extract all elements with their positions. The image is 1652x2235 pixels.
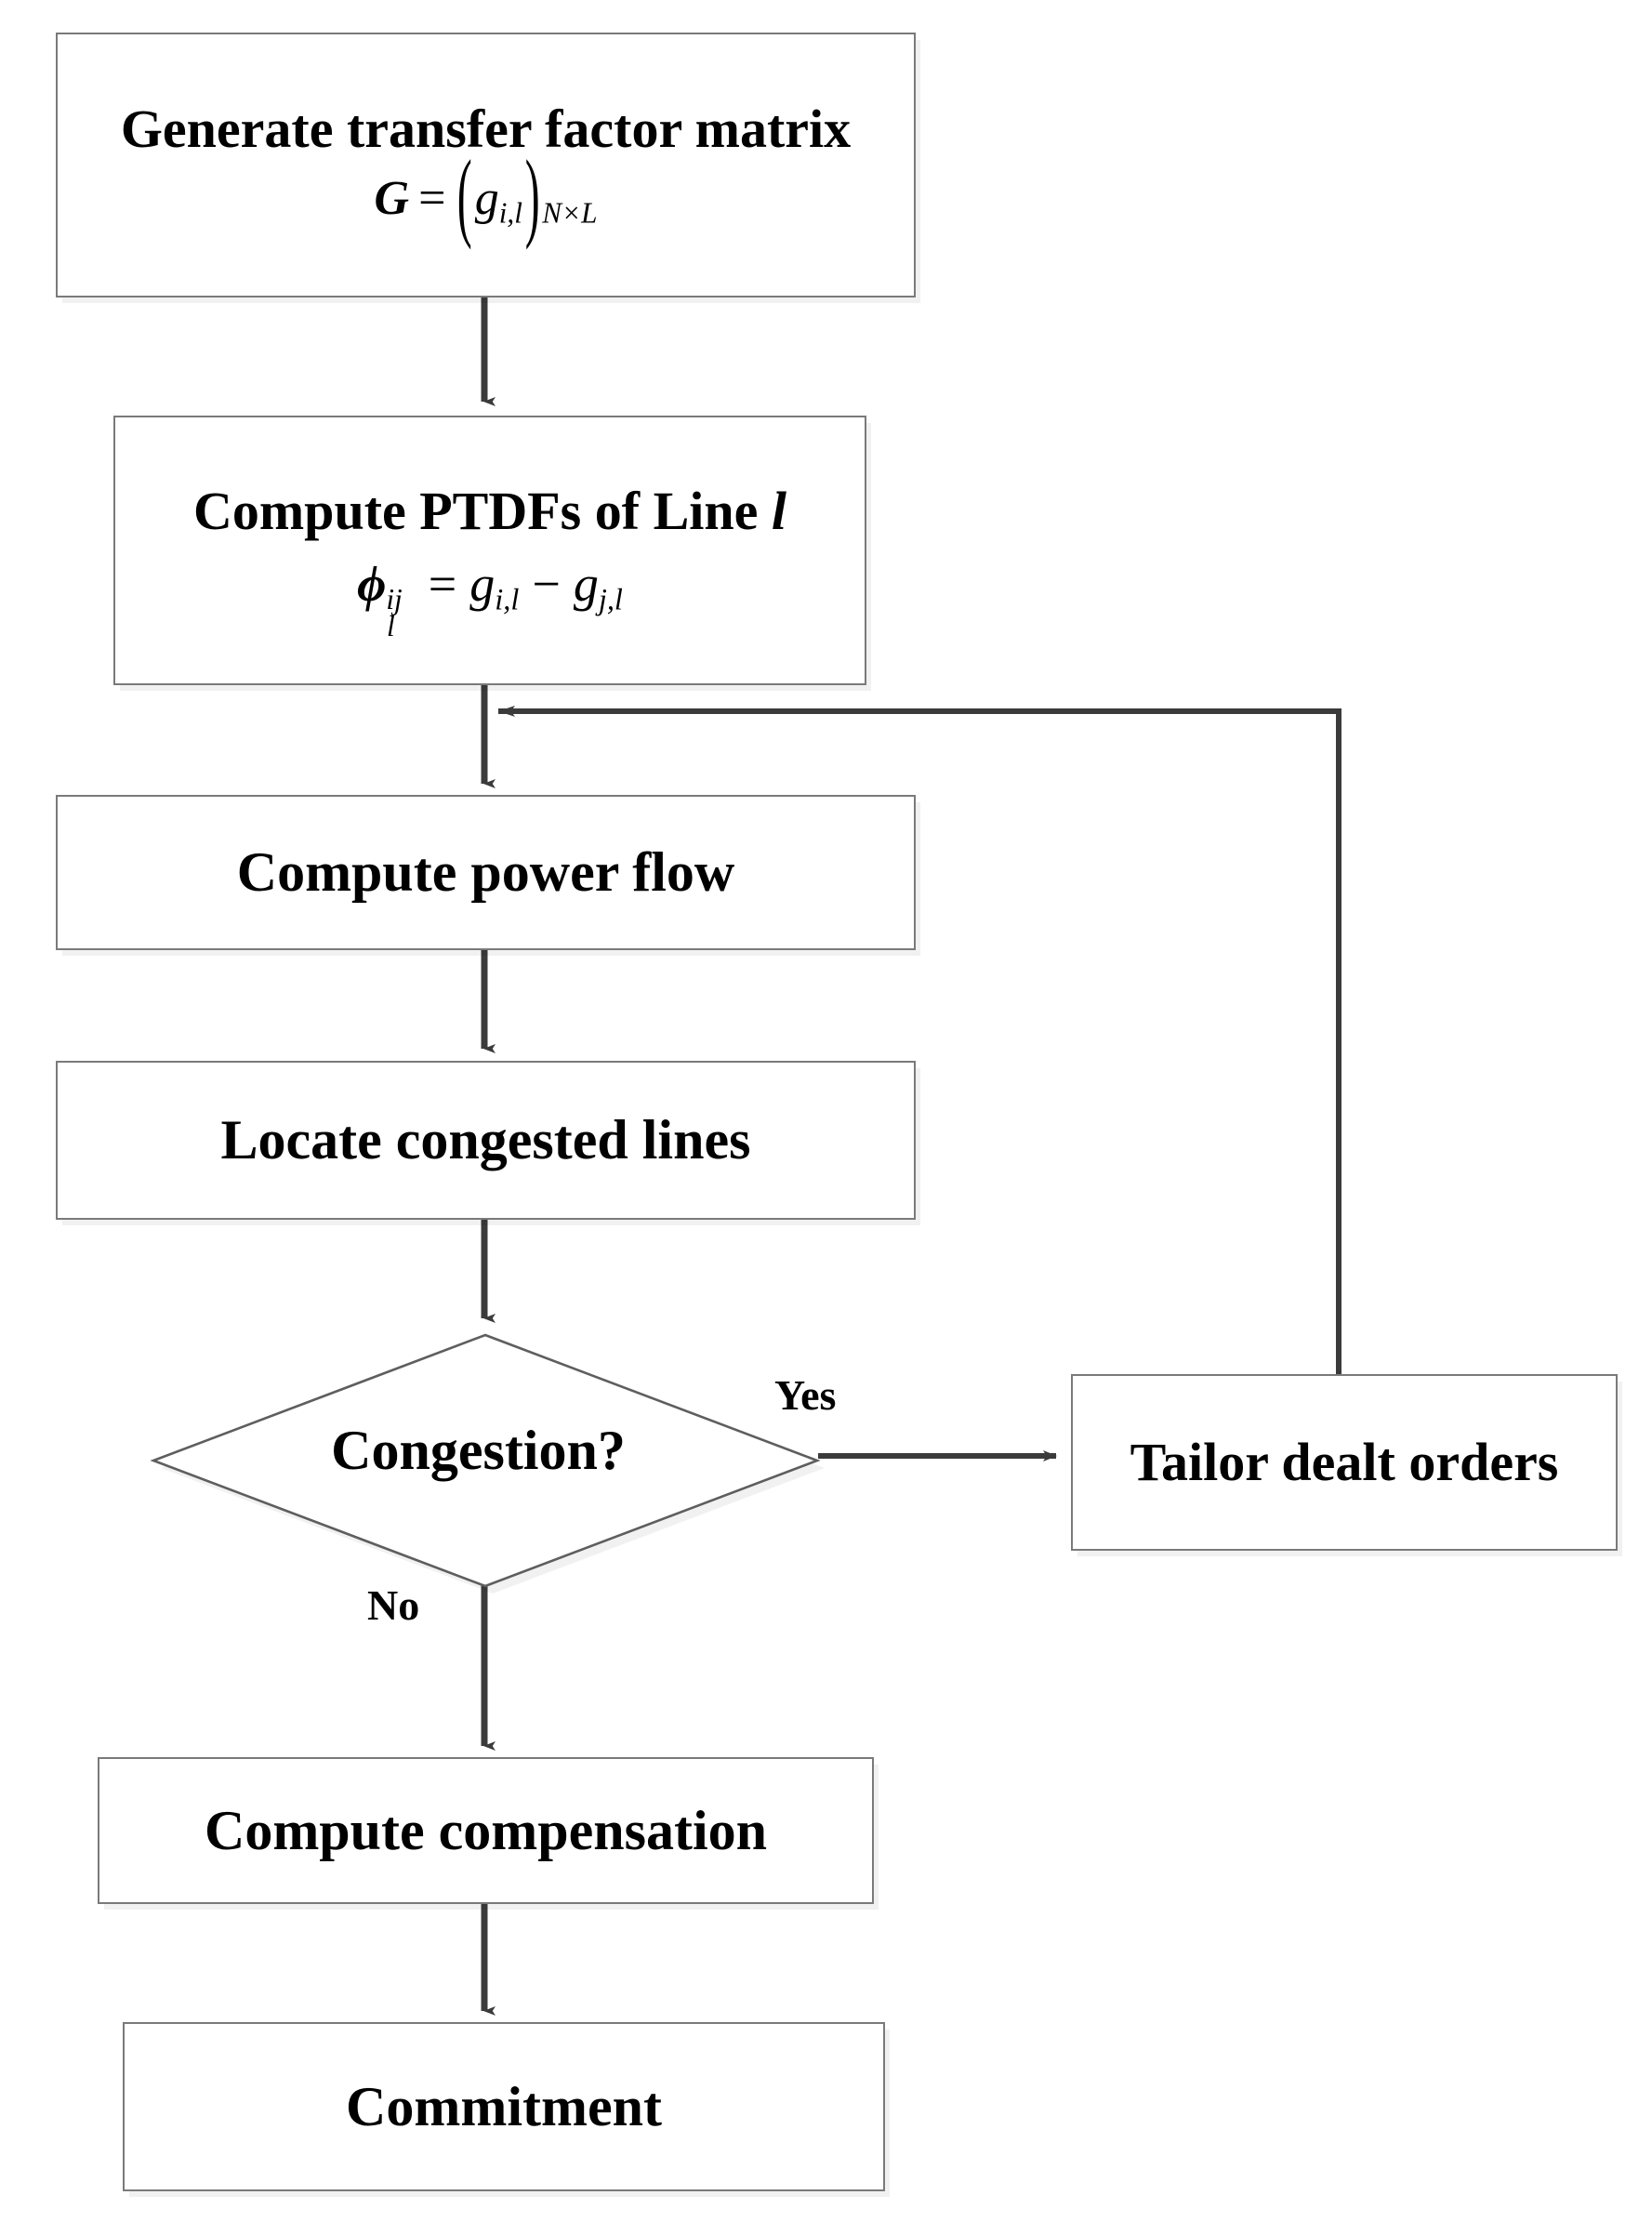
node-commitment-label: Commitment xyxy=(346,2075,662,2137)
node-congestion-decision[interactable]: Congestion? xyxy=(150,1329,825,1594)
formula-gil-subscript: i,l xyxy=(495,584,520,618)
node-tailor-dealt-orders[interactable]: Tailor dealt orders xyxy=(1071,1374,1618,1551)
edge-label-no: No xyxy=(367,1581,420,1629)
node-compute-ptdfs-label: Compute PTDFs of Line l xyxy=(192,480,786,541)
node-compute-power-flow[interactable]: Compute power flow xyxy=(56,795,916,950)
formula-minus: − xyxy=(532,556,561,613)
formula-transfer-matrix: G=(gi,l)N×L xyxy=(374,142,598,251)
formula-gil: g xyxy=(469,556,496,613)
node-locate-congested-lines-label: Locate congested lines xyxy=(220,1109,751,1171)
edge-label-yes: Yes xyxy=(774,1371,837,1419)
formula-close-paren: ) xyxy=(524,142,540,252)
formula-g-bold: G xyxy=(374,172,410,226)
formula-phi-subscript: l xyxy=(386,609,395,642)
node-locate-congested-lines[interactable]: Locate congested lines xyxy=(56,1061,916,1220)
diamond-shape xyxy=(150,1333,825,1594)
node-congestion-decision-label: Congestion? xyxy=(331,1419,626,1481)
node-tailor-dealt-orders-label: Tailor dealt orders xyxy=(1130,1431,1559,1492)
node-compute-ptdfs-label-text: Compute PTDFs of Line xyxy=(192,480,772,541)
formula-equals: = xyxy=(418,172,446,226)
formula-g-base: g xyxy=(474,172,499,226)
formula-ptdf-equals: = xyxy=(428,556,457,613)
formula-gjl-subscript: j,l xyxy=(598,584,623,618)
formula-g-subscript: i,l xyxy=(498,196,522,230)
formula-outer-subscript: N×L xyxy=(542,196,598,230)
formula-gjl: g xyxy=(573,556,599,613)
node-compute-compensation[interactable]: Compute compensation xyxy=(98,1757,874,1904)
node-generate-transfer-matrix-label: Generate transfer factor matrix xyxy=(120,98,852,159)
node-generate-transfer-matrix[interactable]: Generate transfer factor matrix G=(gi,l)… xyxy=(56,33,916,298)
node-compute-compensation-label: Compute compensation xyxy=(204,1799,767,1861)
formula-phi-superscript: ij xyxy=(386,583,403,616)
formula-open-paren: ( xyxy=(457,142,473,252)
node-compute-ptdfs-line-symbol: l xyxy=(771,480,786,541)
node-compute-power-flow-label: Compute power flow xyxy=(236,841,735,904)
formula-phi: ϕ xyxy=(357,556,387,613)
node-commitment[interactable]: Commitment xyxy=(123,2022,885,2191)
